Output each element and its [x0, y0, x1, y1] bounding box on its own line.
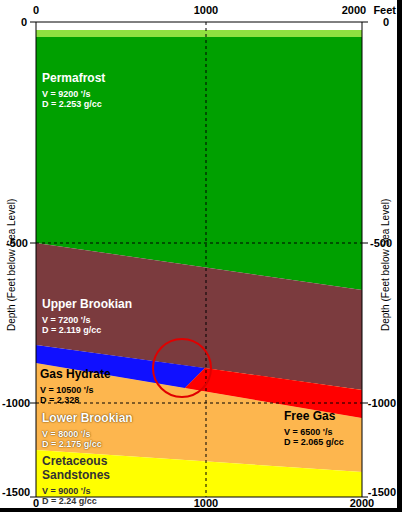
layer-property: V = 7200 '/s	[42, 315, 132, 325]
layer-property: D = 2.24 g/cc	[42, 496, 124, 506]
tick-label: Feet	[373, 4, 396, 16]
grid	[30, 22, 368, 497]
axis-title: Depth (Feet below Sea Level)	[380, 199, 391, 331]
layer-property: V = 10500 '/s	[40, 385, 111, 395]
layer-property: V = 6500 '/s	[284, 427, 344, 437]
layer-label: Lower Brookian V = 8000 '/sD = 2.175 g/cc	[42, 412, 133, 449]
tick-label: 1000	[194, 4, 218, 16]
layer-label: Upper Brookian V = 7200 '/sD = 2.119 g/cc	[42, 298, 132, 335]
layer-name: Cretaceous Sandstones	[42, 455, 124, 483]
tick-label: -1000	[368, 397, 396, 409]
tick-label: 2000	[342, 4, 366, 16]
layer-name: Upper Brookian	[42, 298, 132, 312]
tick-label: 0	[33, 497, 39, 509]
layer-label: Gas Hydrate V = 10500 '/sD = 2.328	[40, 368, 111, 405]
tick-label: 0	[383, 16, 389, 28]
tick-label: 1000	[194, 497, 218, 509]
upper-brookian-band	[36, 243, 362, 390]
layer-label: Cretaceous Sandstones V = 9000 '/sD = 2.2…	[42, 455, 124, 506]
tick-label: 0	[21, 16, 27, 28]
layer-property: V = 9200 '/s	[42, 89, 105, 99]
layer-property: D = 2.175 g/cc	[42, 439, 133, 449]
layer-name: Free Gas	[284, 410, 344, 424]
layer-property: D = 2.253 g/cc	[42, 99, 105, 109]
layer-label: Free Gas V = 6500 '/sD = 2.065 g/cc	[284, 410, 344, 447]
tick-label: 0	[33, 4, 39, 16]
layer-property: D = 2.328	[40, 395, 111, 405]
gas-hydrate-band	[36, 345, 205, 388]
free-gas-band	[185, 368, 362, 418]
layer-property: D = 2.065 g/cc	[284, 437, 344, 447]
surface-strip	[36, 30, 362, 37]
tick-label: -1500	[2, 486, 30, 498]
layer-label: Permafrost V = 9200 '/sD = 2.253 g/cc	[42, 72, 105, 109]
cretaceous-band	[36, 450, 362, 497]
layer-name: Permafrost	[42, 72, 105, 86]
panel	[0, 0, 397, 508]
layer-property: D = 2.119 g/cc	[42, 325, 132, 335]
layer-name: Lower Brookian	[42, 412, 133, 426]
tick-label: -1500	[368, 486, 396, 498]
axis-title: Depth (Feet below Sea Level)	[6, 199, 17, 331]
layer-property: V = 8000 '/s	[42, 429, 133, 439]
layer-property: V = 9000 '/s	[42, 486, 124, 496]
layer-name: Gas Hydrate	[40, 368, 111, 382]
tick-label: -1000	[2, 397, 30, 409]
tick-label: 2000	[350, 497, 374, 509]
highlight-circle	[153, 339, 211, 397]
